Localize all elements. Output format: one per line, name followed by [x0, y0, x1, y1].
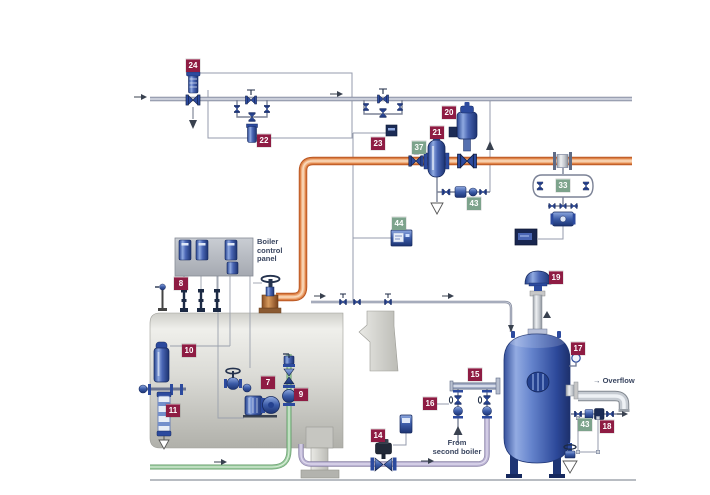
equipment-tag-21: 21 — [430, 126, 444, 139]
equipment-tag-33: 33 — [556, 179, 570, 192]
flowmeter-33 — [536, 152, 590, 227]
feed-check-valve-9 — [282, 353, 296, 406]
gauge-glass-11 — [156, 391, 172, 450]
equipment-tag-18: 18 — [600, 420, 614, 433]
pressure-gauge-17 — [569, 353, 581, 367]
feed-tank — [503, 290, 579, 478]
separator-21 — [423, 132, 450, 178]
equipment-tag-9: 9 — [294, 388, 308, 401]
steam-trap-set-43 — [430, 186, 487, 215]
equipment-tag-20: 20 — [442, 106, 456, 119]
equipment-tag-15: 15 — [468, 368, 482, 381]
level-display-44 — [390, 229, 413, 247]
valve-station-23 — [363, 88, 403, 137]
boiler-control-panel-label: Boiler control panel — [257, 237, 283, 263]
equipment-tag-43a: 43 — [467, 197, 481, 210]
steam-main-pipe — [276, 156, 632, 302]
feed-line-valves — [339, 293, 392, 305]
overflow-arrow-icon: → — [593, 376, 601, 385]
tank-drain-valve — [562, 443, 578, 474]
equipment-tag-24: 24 — [186, 59, 200, 72]
equipment-tag-22: 22 — [257, 134, 271, 147]
equipment-tag-7: 7 — [261, 376, 275, 389]
overflow-label: → Overflow — [593, 376, 635, 386]
bypass-valve-22 — [234, 89, 270, 143]
trap-set-18 — [574, 408, 628, 454]
control-valve-20 — [448, 102, 478, 169]
boiler-pedestal — [300, 469, 340, 479]
equipment-tag-44: 44 — [392, 217, 406, 230]
equipment-tag-37: 37 — [412, 141, 426, 154]
level-probes — [155, 283, 221, 312]
feed-line — [311, 300, 513, 332]
equipment-tag-16: 16 — [423, 397, 437, 410]
vent-head-19 — [524, 270, 552, 291]
equipment-tag-10: 10 — [182, 344, 196, 357]
from-second-boiler-label: From second boiler — [432, 438, 482, 456]
level-control-chamber-10 — [138, 341, 186, 395]
equipment-tag-8: 8 — [174, 277, 188, 290]
boiler-flue-duct — [358, 310, 399, 372]
header-pipe-15 — [449, 377, 501, 395]
equipment-tag-43b: 43 — [578, 418, 592, 431]
feed-riser-valves-16 — [448, 390, 492, 419]
equipment-tag-11: 11 — [166, 404, 180, 417]
feedwater-pipe — [150, 354, 292, 470]
equipment-tag-14: 14 — [371, 429, 385, 442]
overflow-text: Overflow — [602, 376, 635, 385]
flow-display-unit — [514, 228, 538, 246]
trap-loop-lines — [577, 418, 599, 453]
isolation-valve — [224, 367, 252, 393]
boiler-control-panel — [174, 237, 254, 277]
blowdown-controller — [399, 414, 413, 434]
flow-arrows — [134, 91, 551, 465]
crown-valve — [258, 274, 282, 314]
overflow-pipe — [578, 390, 630, 412]
equipment-tag-17: 17 — [571, 342, 585, 355]
pressure-reducing-valve-24 — [185, 71, 201, 129]
feed-pump-7 — [243, 395, 280, 418]
equipment-tag-23: 23 — [371, 137, 385, 150]
steam-boiler — [149, 310, 399, 479]
equipment-tag-19: 19 — [549, 271, 563, 284]
